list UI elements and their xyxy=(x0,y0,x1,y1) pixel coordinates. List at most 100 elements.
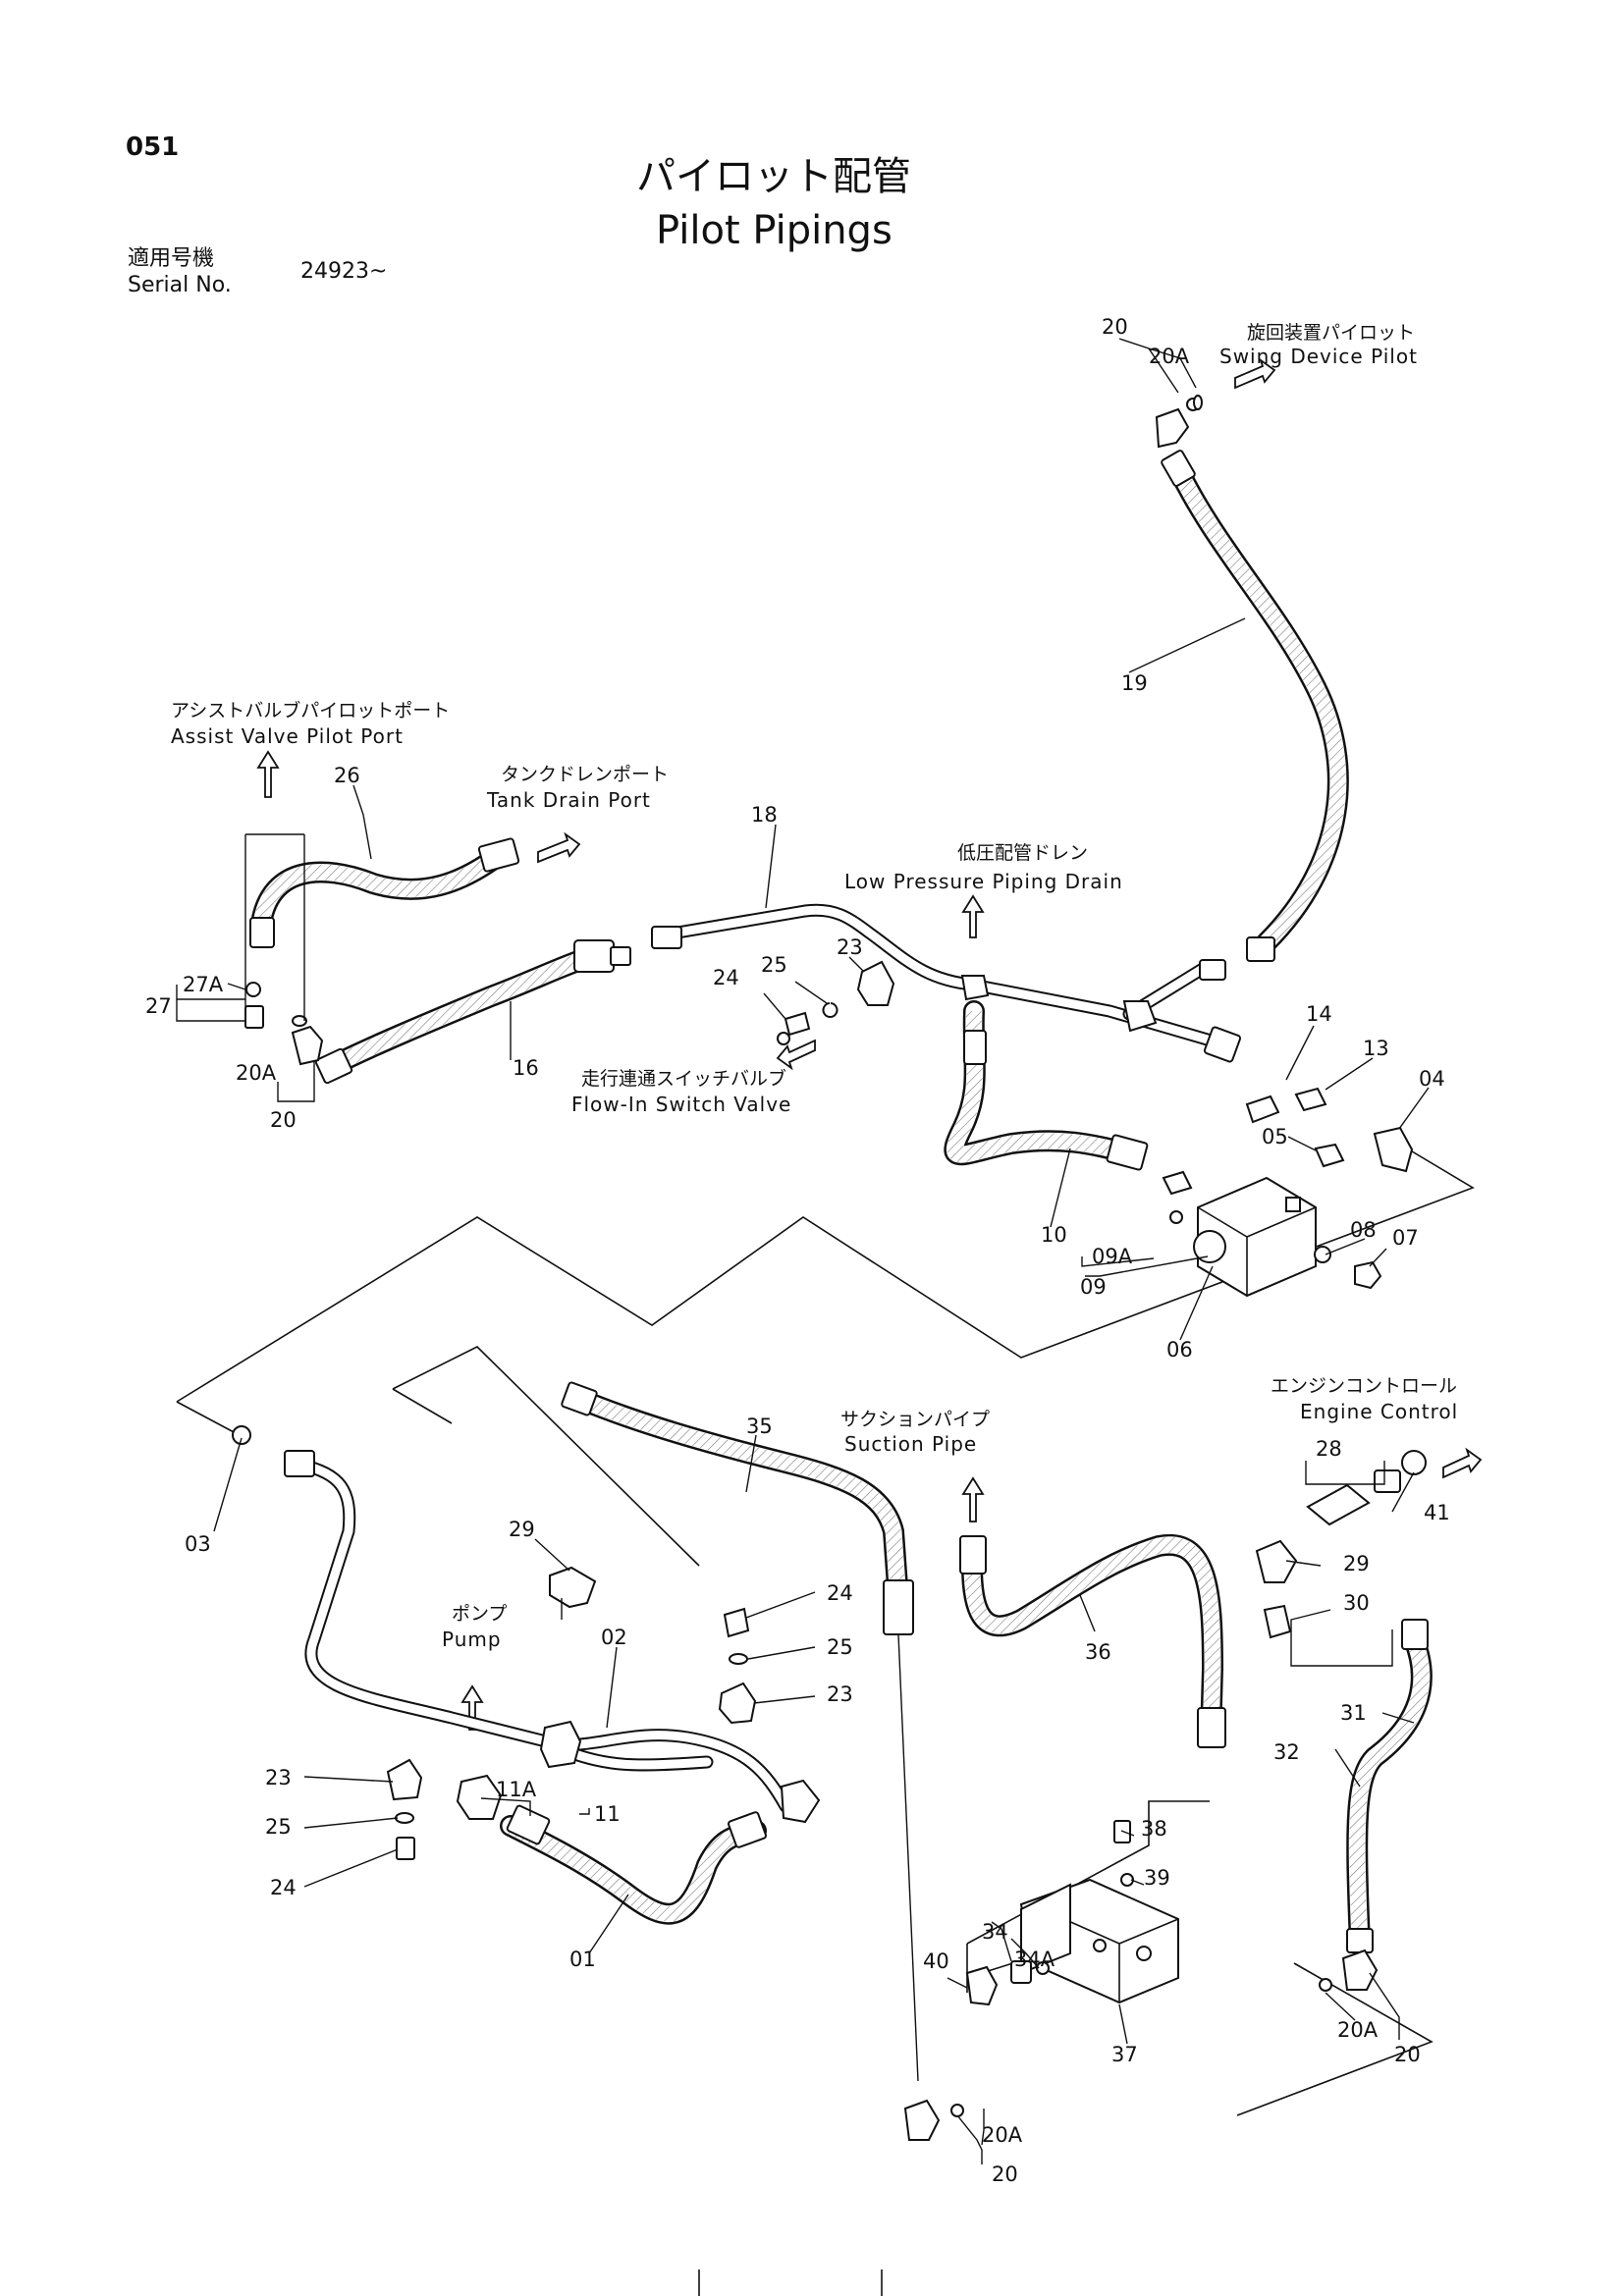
serial-label-jp: 適用号機 xyxy=(128,246,214,271)
part-label: 07 xyxy=(1392,1226,1419,1250)
part-label: 25 xyxy=(265,1815,292,1839)
engine-control-fittings xyxy=(1255,1450,1427,1639)
suction-pipe-jp: サクションパイプ xyxy=(840,1409,990,1430)
part-label: 14 xyxy=(1306,1002,1332,1026)
part-label: 13 xyxy=(1363,1037,1389,1060)
part-label: 32 xyxy=(1273,1740,1300,1764)
flow-in-switch-valve-en: Flow-In Switch Valve xyxy=(571,1093,791,1116)
connection-labels: 旋回装置パイロット Swing Device Pilot アシストバルブパイロッ… xyxy=(171,322,1458,1651)
serial-value: 24923~ xyxy=(300,259,387,284)
hose-26 xyxy=(249,837,520,948)
part-label: 09 xyxy=(1080,1275,1107,1299)
part-label: 26 xyxy=(334,764,360,787)
header: 051 パイロット配管 Pilot Pipings 適用号機 Serial No… xyxy=(126,133,911,297)
part-label: 20A xyxy=(1149,345,1190,368)
part-label: 31 xyxy=(1340,1701,1367,1725)
part-label: 20A xyxy=(236,1061,277,1085)
part-label: 23 xyxy=(827,1682,853,1706)
swing-device-pilot-en: Swing Device Pilot xyxy=(1219,345,1418,368)
part-label: 34 xyxy=(982,1920,1008,1944)
part-label: 09A xyxy=(1092,1245,1133,1268)
suction-pipe-en: Suction Pipe xyxy=(844,1432,977,1456)
part-label: 05 xyxy=(1262,1125,1288,1148)
low-pressure-piping-drain-en: Low Pressure Piping Drain xyxy=(844,870,1123,893)
fittings-27-left xyxy=(244,982,324,1066)
pump-jp: ポンプ xyxy=(452,1603,507,1625)
part-label: 25 xyxy=(827,1635,853,1659)
page-title-en: Pilot Pipings xyxy=(656,208,893,253)
part-label: 24 xyxy=(270,1876,297,1899)
lower-piping-group xyxy=(232,1381,1433,2141)
connection-arrows xyxy=(256,357,1483,1731)
scan-artifacts xyxy=(698,2269,883,2296)
part-label: 35 xyxy=(746,1415,773,1438)
part-label: 38 xyxy=(1141,1817,1167,1841)
clamp-23-low xyxy=(386,1758,423,1860)
elbow-fitting-20-bottom xyxy=(903,2099,964,2141)
solenoid-block-37 xyxy=(1019,1820,1179,2004)
part-label: 01 xyxy=(569,1948,596,1971)
part-label: 23 xyxy=(265,1766,292,1789)
part-label: 24 xyxy=(827,1581,853,1605)
tank-drain-port-en: Tank Drain Port xyxy=(486,788,651,812)
part-label: 37 xyxy=(1111,2043,1138,2066)
elbow-29-left xyxy=(549,1566,597,1620)
swing-device-pilot-jp: 旋回装置パイロット xyxy=(1247,322,1415,344)
part-label: 11A xyxy=(496,1778,537,1801)
part-label: 25 xyxy=(761,953,787,977)
part-label: 30 xyxy=(1343,1591,1370,1615)
serial-label-en: Serial No. xyxy=(128,273,232,297)
pipe-36 xyxy=(959,1533,1226,1748)
part-label: 23 xyxy=(837,935,863,959)
part-label: 20 xyxy=(1394,2043,1421,2066)
fittings-04-14 xyxy=(1162,1087,1414,1290)
hose-31-32 xyxy=(1346,1619,1433,1954)
part-label: 34A xyxy=(1014,1948,1055,1971)
part-label: 04 xyxy=(1419,1067,1445,1091)
page-code: 051 xyxy=(126,133,179,162)
elbow-fitting-20-bottom-right xyxy=(1319,1949,1379,1992)
part-label: 27 xyxy=(145,994,172,1018)
hose-01 xyxy=(456,1774,767,1925)
hose-16 xyxy=(314,939,631,1085)
part-label: 36 xyxy=(1085,1640,1111,1664)
part-label: 39 xyxy=(1144,1866,1170,1890)
valve-block-06 xyxy=(1193,1176,1317,1298)
elbow-fitting-20-top xyxy=(1155,395,1203,449)
part-label: 08 xyxy=(1350,1218,1377,1242)
part-label: 20 xyxy=(270,1108,297,1132)
part-label: 29 xyxy=(509,1518,535,1541)
page-title-jp: パイロット配管 xyxy=(636,154,911,199)
hose-10 xyxy=(944,1000,1149,1171)
upper-piping-group xyxy=(244,395,1414,1298)
clamp-23-mid xyxy=(718,1607,757,1725)
engine-control-jp: エンジンコントロール xyxy=(1271,1375,1457,1397)
part-label: 29 xyxy=(1343,1552,1370,1575)
fittings-34-40 xyxy=(965,1960,1050,2006)
flow-in-switch-valve-jp: 走行連通スイッチバルブ xyxy=(581,1067,786,1090)
part-label: 27A xyxy=(183,973,224,996)
part-label: 03 xyxy=(185,1532,211,1556)
hose-19 xyxy=(1161,450,1349,962)
part-label: 19 xyxy=(1121,671,1148,695)
part-label: 06 xyxy=(1166,1338,1193,1362)
clamp-23-top xyxy=(777,960,895,1045)
part-label: 20 xyxy=(992,2163,1018,2186)
part-label: 20A xyxy=(982,2123,1023,2147)
leader-lines xyxy=(176,338,1430,2164)
pipe-02 xyxy=(232,1425,821,1824)
pipe-18 xyxy=(651,903,1242,1063)
part-label: 24 xyxy=(713,966,739,989)
part-label: 10 xyxy=(1041,1223,1067,1247)
part-label: 20A xyxy=(1337,2018,1379,2042)
part-label: 41 xyxy=(1424,1501,1450,1524)
part-label: 28 xyxy=(1316,1437,1342,1461)
part-label: 11 xyxy=(594,1802,621,1826)
part-label: 18 xyxy=(751,803,778,827)
engine-control-en: Engine Control xyxy=(1300,1400,1458,1423)
assist-valve-pilot-port-en: Assist Valve Pilot Port xyxy=(171,724,404,748)
part-label: 20 xyxy=(1102,315,1128,339)
part-number-labels: 20 20A 19 26 18 27A 27 20A 20 16 23 25 2… xyxy=(145,315,1450,2186)
tank-drain-port-jp: タンクドレンポート xyxy=(501,764,669,785)
